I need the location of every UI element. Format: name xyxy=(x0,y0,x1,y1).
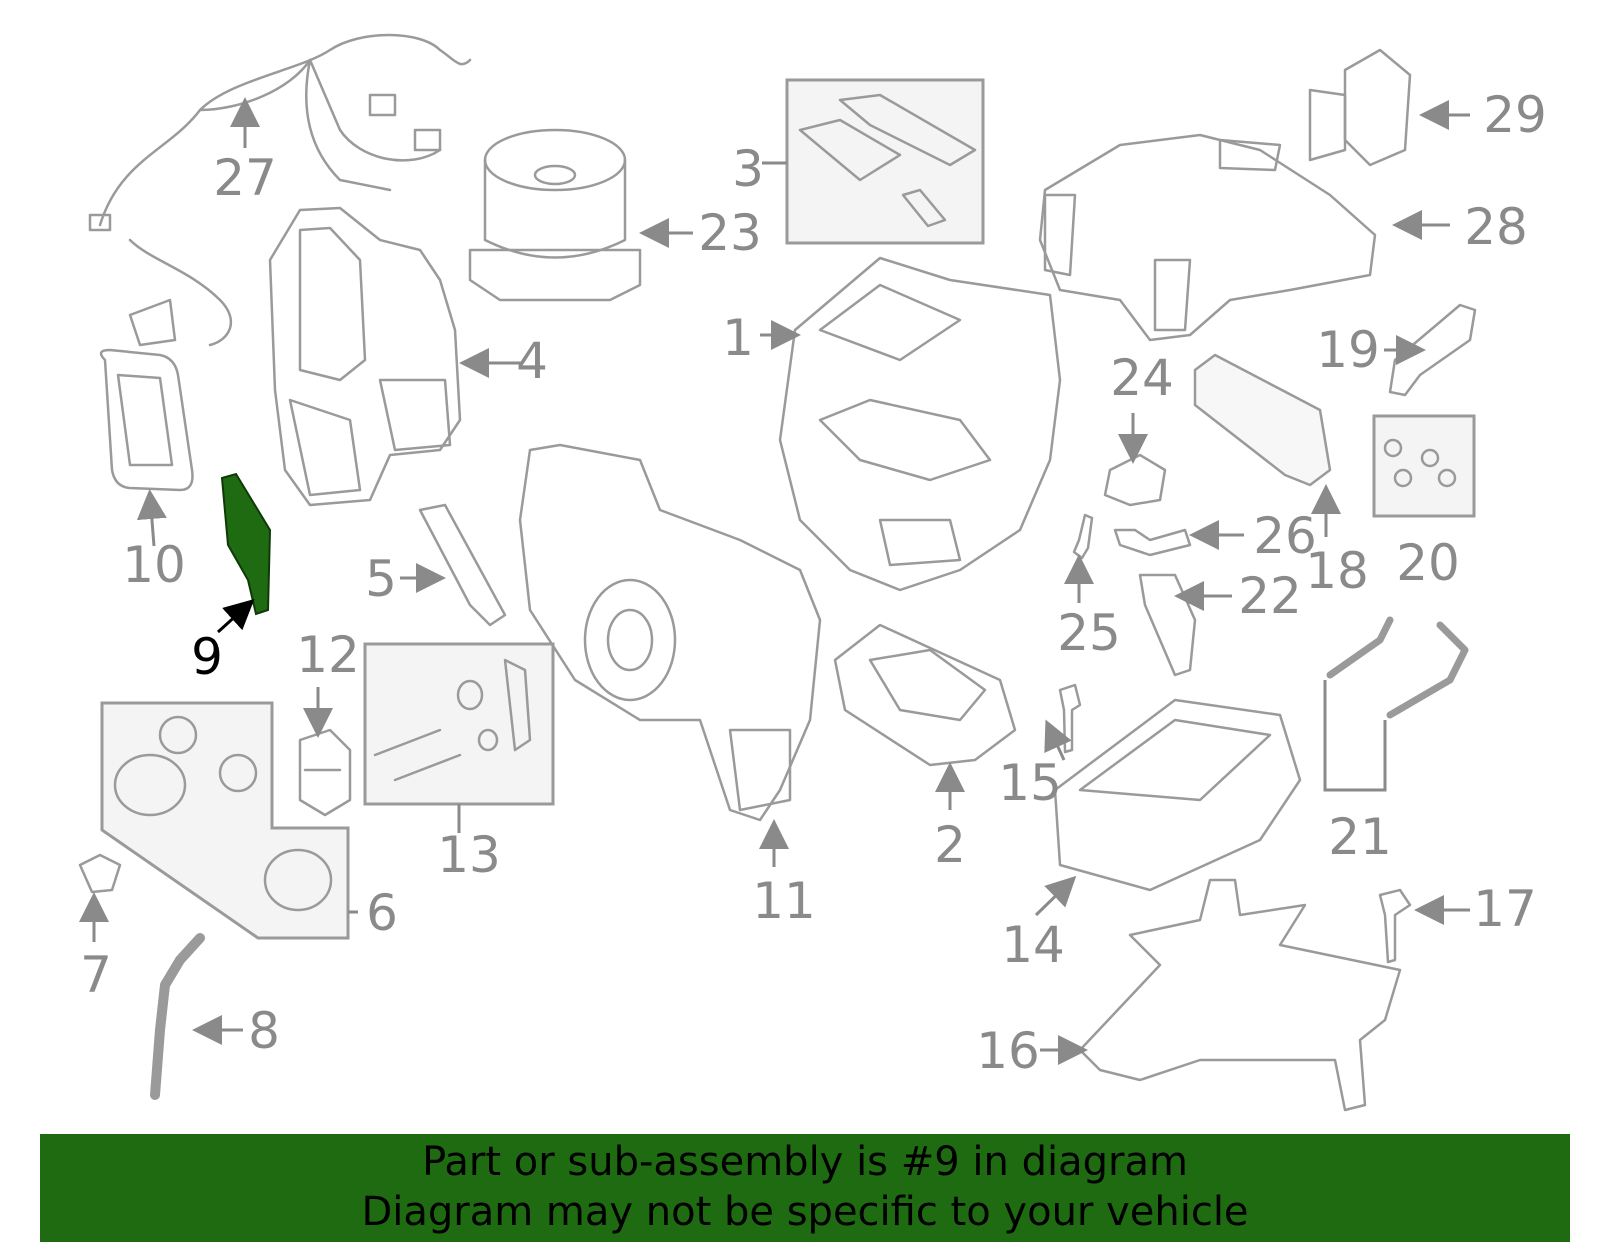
callout-11[interactable]: 11 xyxy=(752,872,816,930)
part-13-hardware-group[interactable] xyxy=(363,642,555,806)
part-3-filter-group[interactable] xyxy=(785,78,985,245)
part-1-hvac-case[interactable] xyxy=(778,256,1062,592)
callout-7[interactable]: 7 xyxy=(80,946,112,1004)
callout-20[interactable]: 20 xyxy=(1396,534,1460,592)
callout-15[interactable]: 15 xyxy=(998,754,1062,812)
callout-1[interactable]: 1 xyxy=(722,309,754,367)
banner-line-2: Diagram may not be specific to your vehi… xyxy=(361,1189,1249,1235)
callout-12[interactable]: 12 xyxy=(296,626,360,684)
part-7-clip[interactable] xyxy=(78,853,122,894)
part-8-hose[interactable] xyxy=(150,933,205,1100)
part-17-bolt[interactable] xyxy=(1378,888,1412,964)
callout-19[interactable]: 19 xyxy=(1316,321,1380,379)
part-24-gasket[interactable] xyxy=(1103,453,1167,507)
callout-27[interactable]: 27 xyxy=(213,149,277,207)
part-26-sensor[interactable] xyxy=(1113,528,1192,557)
part-10-gasket[interactable] xyxy=(99,348,194,492)
callout-29[interactable]: 29 xyxy=(1483,86,1547,144)
callout-8[interactable]: 8 xyxy=(248,1002,280,1060)
part-5-bracket[interactable] xyxy=(418,503,507,627)
callout-25[interactable]: 25 xyxy=(1057,604,1121,662)
part-21-hoses[interactable] xyxy=(1326,616,1469,719)
callout-26[interactable]: 26 xyxy=(1253,507,1317,565)
part-18-heater-core[interactable] xyxy=(1193,353,1332,487)
callout-14[interactable]: 14 xyxy=(1001,916,1065,974)
info-banner: Part or sub-assembly is #9 in diagram Di… xyxy=(40,1134,1570,1242)
callout-21[interactable]: 21 xyxy=(1328,808,1392,866)
part-29-resistor[interactable] xyxy=(1308,48,1412,167)
leader-15 xyxy=(1044,719,1072,761)
part-28-duct[interactable] xyxy=(1038,133,1377,342)
part-16-bracket[interactable] xyxy=(1078,878,1402,1112)
callout-5[interactable]: 5 xyxy=(365,550,397,608)
callout-28[interactable]: 28 xyxy=(1464,198,1528,256)
part-12-expansion-valve[interactable] xyxy=(298,728,352,817)
callout-3[interactable]: 3 xyxy=(732,140,764,198)
part-11-hvac-lower-case[interactable] xyxy=(518,443,822,822)
callout-10[interactable]: 10 xyxy=(122,536,186,594)
leader-10 xyxy=(136,489,167,547)
callout-6[interactable]: 6 xyxy=(366,884,398,942)
part-22-shield[interactable] xyxy=(1138,573,1197,677)
part-9-highlighted-filter[interactable] xyxy=(220,472,272,616)
part-14-control-module[interactable] xyxy=(1053,698,1302,892)
part-27-wiring-harness[interactable] xyxy=(88,33,472,347)
part-6-actuator-group[interactable] xyxy=(100,701,350,940)
callout-2[interactable]: 2 xyxy=(934,816,966,874)
callout-9[interactable]: 9 xyxy=(191,628,223,686)
callout-22[interactable]: 22 xyxy=(1238,567,1302,625)
callout-17[interactable]: 17 xyxy=(1473,880,1537,938)
part-4-blower-housing[interactable] xyxy=(268,206,462,507)
callout-23[interactable]: 23 xyxy=(698,204,762,262)
callout-16[interactable]: 16 xyxy=(976,1022,1040,1080)
leader-21 xyxy=(1323,680,1387,792)
part-19-bracket[interactable] xyxy=(1388,303,1477,397)
part-2-core-assembly[interactable] xyxy=(833,623,1017,767)
callout-24[interactable]: 24 xyxy=(1110,349,1174,407)
part-15-bolt[interactable] xyxy=(1058,683,1082,754)
part-20-seal-group[interactable] xyxy=(1372,414,1476,518)
callout-4[interactable]: 4 xyxy=(516,332,548,390)
part-23-blower-motor[interactable] xyxy=(468,128,642,302)
callout-18[interactable]: 18 xyxy=(1305,542,1369,600)
callout-13[interactable]: 13 xyxy=(437,826,501,884)
leader-9 xyxy=(216,598,255,634)
banner-line-1: Part or sub-assembly is #9 in diagram xyxy=(422,1139,1188,1185)
part-25-sensor[interactable] xyxy=(1072,513,1094,560)
leader-14 xyxy=(1034,875,1077,917)
